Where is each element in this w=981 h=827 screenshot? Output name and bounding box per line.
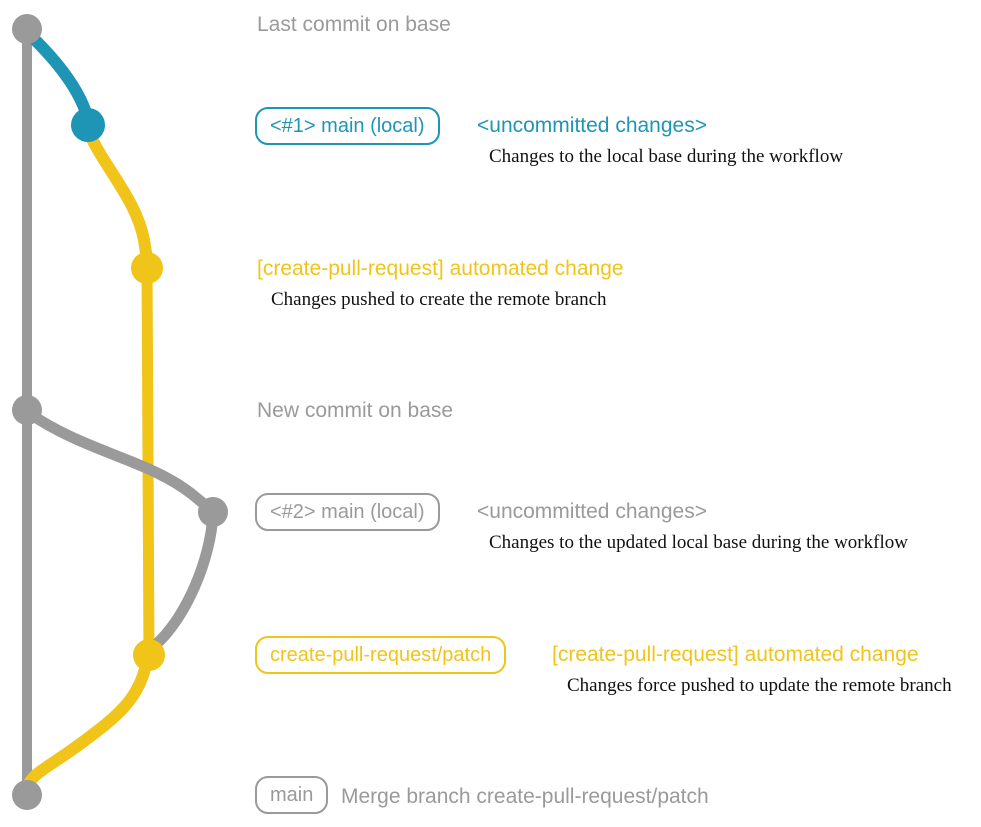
uncommitted-changes-note-1: <uncommitted changes>	[477, 114, 707, 137]
description-force-push-update-branch: Changes force pushed to update the remot…	[567, 675, 952, 696]
automated-change-title-1: [create-pull-request] automated change	[257, 257, 624, 280]
merge-curve	[21, 654, 153, 796]
commit-dot-last-base	[12, 14, 42, 44]
create-branch-curve	[82, 124, 153, 272]
commit-dot-merge	[12, 780, 42, 810]
branch-badge-main-local-1: <#1> main (local)	[255, 107, 440, 145]
remote-branch-line	[141, 265, 155, 656]
branch-badge-create-pull-request-patch: create-pull-request/patch	[255, 636, 507, 674]
branch-badge-main: main	[255, 776, 329, 814]
commit-dot-new-base	[12, 395, 42, 425]
last-commit-title: Last commit on base	[257, 13, 451, 36]
description-local-base-changes: Changes to the local base during the wor…	[489, 146, 844, 167]
branch-badge-main-local-2: <#2> main (local)	[255, 493, 440, 531]
uncommitted-changes-note-2: <uncommitted changes>	[477, 500, 707, 523]
rebase-curve-in	[145, 508, 219, 655]
merge-commit-message: Merge branch create-pull-request/patch	[341, 785, 709, 808]
commit-dot-automated-change-1	[131, 252, 163, 284]
commit-dot-automated-change-2	[133, 639, 165, 671]
description-updated-local-base-changes: Changes to the updated local base during…	[489, 532, 908, 553]
description-push-create-branch: Changes pushed to create the remote bran…	[271, 289, 607, 310]
commit-dot-local-main-2	[198, 497, 228, 527]
commit-dot-local-main-1	[71, 108, 105, 142]
new-commit-title: New commit on base	[257, 399, 454, 422]
rebase-curve-out	[23, 407, 219, 517]
automated-change-title-2: [create-pull-request] automated change	[552, 643, 919, 666]
